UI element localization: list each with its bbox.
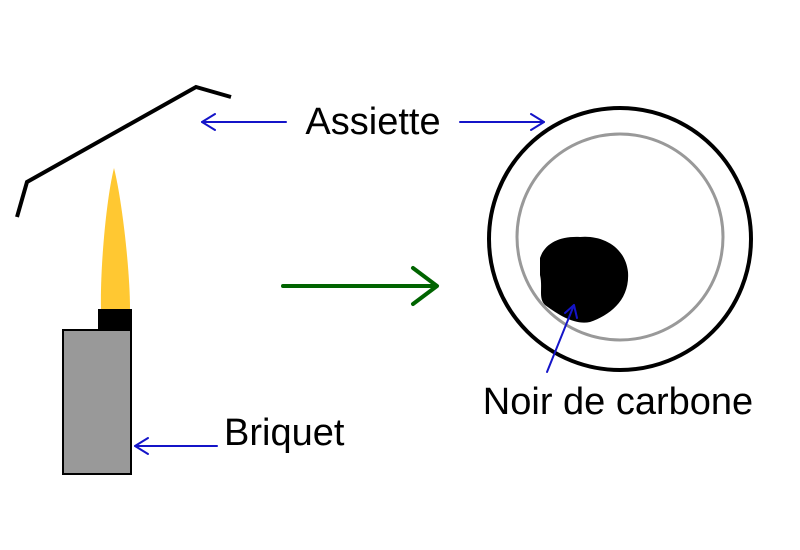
plate-side-view xyxy=(15,84,232,218)
plate-label-arrow-left xyxy=(201,113,287,131)
plate-top-view xyxy=(487,106,753,372)
lighter-body xyxy=(62,329,132,475)
lighter-label-arrow xyxy=(134,437,218,455)
plate-label-arrow-right xyxy=(459,113,545,131)
process-arrow xyxy=(281,266,439,306)
plate-label: Assiette xyxy=(305,101,440,143)
flame xyxy=(100,168,130,309)
lighter-label: Briquet xyxy=(224,412,345,454)
carbon-black-label: Noir de carbone xyxy=(483,381,753,423)
carbon-black-label-arrow xyxy=(546,304,578,373)
carbon-black-deposit xyxy=(540,236,629,323)
lighter-nozzle xyxy=(98,309,132,329)
plate-inner-ring xyxy=(515,132,725,342)
